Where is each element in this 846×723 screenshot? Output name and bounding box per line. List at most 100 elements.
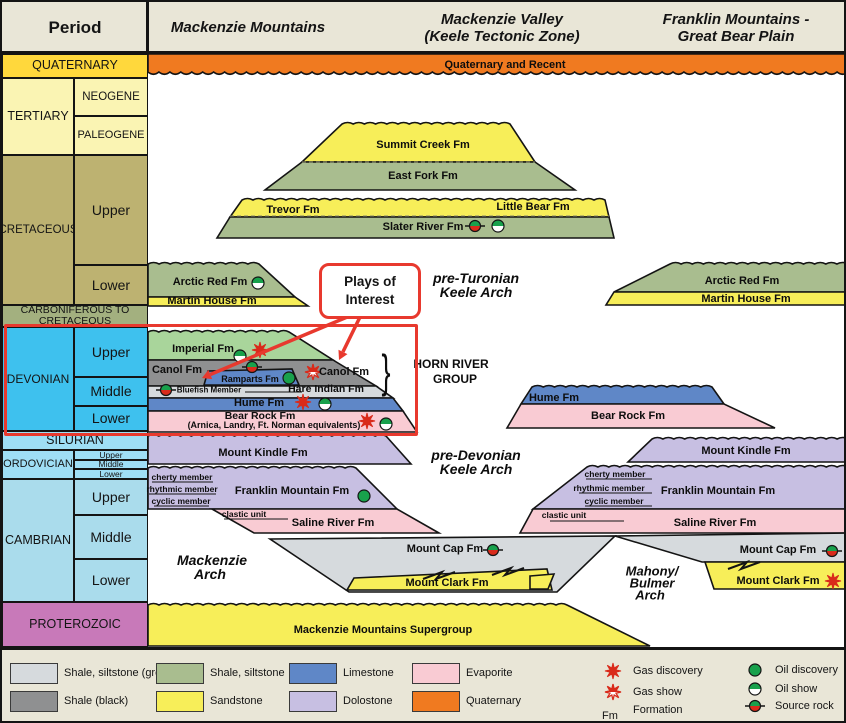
- oil-show-icon: [318, 397, 332, 411]
- cyclic-member-label: cyclic member: [151, 496, 211, 506]
- period-cambrian-lower: Lower: [74, 559, 148, 602]
- little-bear-fm-label: Little Bear Fm: [496, 201, 570, 213]
- callout-line: Plays of: [344, 274, 396, 290]
- fault-symbol: [491, 565, 525, 578]
- canol-fm-label: Canol Fm: [151, 364, 203, 376]
- east-fork-fm-label: East Fork Fm: [388, 170, 458, 182]
- quaternary-swatch: [412, 691, 460, 712]
- hare-indian-fm-label: Hare Indian Fm: [288, 383, 364, 395]
- evaporite-swatch: [412, 663, 460, 684]
- period-ordovician: ORDOVICIAN: [2, 450, 74, 479]
- dolostone-swatch: [289, 691, 337, 712]
- mount-cap-fm-label: Mount Cap Fm: [406, 543, 484, 555]
- cyclic-member-label: cyclic member: [584, 496, 644, 506]
- region-header-mackenzie-mountains: Mackenzie Mountains: [148, 2, 348, 54]
- keele-arch-label: Keele Arch: [439, 284, 513, 300]
- arctic-red-fm-label: Arctic Red Fm: [172, 276, 248, 288]
- gas-discovery-icon: [824, 572, 842, 590]
- fault-symbol: [422, 569, 456, 582]
- region-label: Franklin Mountains -: [662, 10, 810, 28]
- mackenzie-supergroup-band: [147, 602, 651, 647]
- oil-show-icon: [251, 276, 265, 290]
- bear-rock-keele-band: [505, 403, 776, 429]
- hume-fm-label: Hume Fm: [233, 397, 285, 409]
- period-devonian-middle: Middle: [74, 377, 148, 406]
- period-paleogene: PALEOGENE: [74, 116, 148, 155]
- oil-show-legend-label: Oil show: [775, 683, 818, 695]
- period-header-label: Period: [48, 18, 102, 38]
- period-quaternary: QUATERNARY: [2, 54, 148, 78]
- group-label: GROUP: [432, 372, 478, 386]
- gas-discovery-icon: [604, 662, 622, 680]
- mount-clark-fm-label: Mount Clark Fm: [405, 577, 489, 589]
- gas-discovery-icon: [294, 393, 312, 411]
- martin-house-west-band: [147, 296, 311, 307]
- martin-house-east-band: [604, 291, 844, 306]
- hume-fm-label: Hume Fm: [528, 392, 580, 404]
- gas-show-icon: [604, 683, 622, 701]
- callout-line: Interest: [345, 292, 395, 307]
- oil-discovery-legend-label: Oil discovery: [775, 664, 838, 676]
- source-rock-icon: [156, 383, 176, 397]
- clastic-unit-label: clastic unit: [221, 509, 267, 519]
- fault-symbol: [727, 559, 761, 572]
- period-column-header: Period: [2, 2, 148, 54]
- period-proterozoic: PROTEROZOIC: [2, 602, 148, 647]
- period-ordovician-lower: Lower: [74, 469, 148, 479]
- shale-siltstone-grey-legend-label: Shale, siltstone (grey): [64, 667, 171, 679]
- summit-creek-band: [299, 121, 537, 163]
- arch-label: Arch: [635, 587, 665, 603]
- period-cambrian-middle: Middle: [74, 515, 148, 559]
- mahony-label: Mahony/: [625, 563, 679, 579]
- period-ordovician-middle: Middle: [74, 460, 148, 469]
- mount-clark-west-band: [345, 568, 554, 591]
- oil-show-icon: [491, 219, 505, 233]
- bulmer-label: Bulmer: [629, 575, 675, 591]
- period-cretaceous-upper: Upper: [74, 155, 148, 265]
- slater-river-band: [215, 216, 616, 239]
- region-label: Mackenzie Valley: [440, 10, 563, 28]
- region-header-franklin-mountains: Franklin Mountains - Great Bear Plain: [624, 2, 844, 54]
- hume-keele-band: [519, 384, 726, 405]
- period-neogene: NEOGENE: [74, 78, 148, 116]
- mackenzie-mountains-supergroup-label: Mackenzie Mountains Supergroup: [293, 624, 473, 636]
- mount-kindle-fm-label: Mount Kindle Fm: [218, 447, 308, 459]
- source-rock-icon: [822, 544, 842, 558]
- martin-house-fm-label: Martin House Fm: [701, 293, 791, 305]
- shale-black-legend-label: Shale (black): [64, 695, 129, 707]
- source-rock-legend-icon: [745, 699, 765, 713]
- bluefish-member-label: Bluefish Member: [176, 385, 242, 395]
- period-devonian-upper: Upper: [74, 327, 148, 377]
- mount-clark-sliver-band: [529, 573, 556, 590]
- quaternary-recent-band: [147, 53, 844, 76]
- mount-clark-east-band: [703, 561, 844, 590]
- franklin-mountain-west-band: [147, 465, 399, 510]
- mount-clark-fm-label: Mount Clark Fm: [736, 575, 820, 587]
- period-tertiary: TERTIARY: [2, 78, 74, 155]
- item-label: }: [381, 346, 391, 398]
- ramparts-fm-label: Ramparts Fm: [221, 374, 279, 384]
- dolostone-legend-label: Dolostone: [343, 695, 393, 707]
- header-divider: [146, 2, 149, 54]
- period-cambrian-upper: Upper: [74, 479, 148, 515]
- cherty-member-label: cherty member: [151, 472, 213, 482]
- arctic-red-east-band: [613, 261, 844, 293]
- mount-kindle-fm-label: Mount Kindle Fm: [701, 445, 791, 457]
- arnica-landry-ft-norman-equivalents-label: (Arnica, Landry, Ft. Norman equivalents): [187, 420, 361, 430]
- limestone-legend-label: Limestone: [343, 667, 394, 679]
- franklin-mountain-fm-label: Franklin Mountain Fm: [660, 485, 776, 497]
- period-cretaceous: CRETACEOUS: [2, 155, 78, 305]
- period-devonian-lower: Lower: [74, 406, 148, 431]
- bear-rock-fm-label: Bear Rock Fm: [591, 410, 665, 422]
- arctic-red-fm-label: Arctic Red Fm: [704, 275, 780, 287]
- bear-rock-fm-label: Bear Rock Fm: [224, 410, 296, 422]
- shale-siltstone-swatch: [156, 663, 204, 684]
- pre-devonian-label: pre-Devonian: [431, 447, 521, 463]
- oil-discovery-legend-icon: [748, 663, 762, 677]
- gas-discovery-legend-icon: [604, 662, 622, 680]
- source-rock-icon: [465, 219, 485, 233]
- franklin-mountain-fm-label: Franklin Mountain Fm: [234, 485, 350, 497]
- region-header-mackenzie-valley: Mackenzie Valley (Keele Tectonic Zone): [372, 2, 632, 54]
- evaporite-legend-label: Evaporite: [466, 667, 513, 679]
